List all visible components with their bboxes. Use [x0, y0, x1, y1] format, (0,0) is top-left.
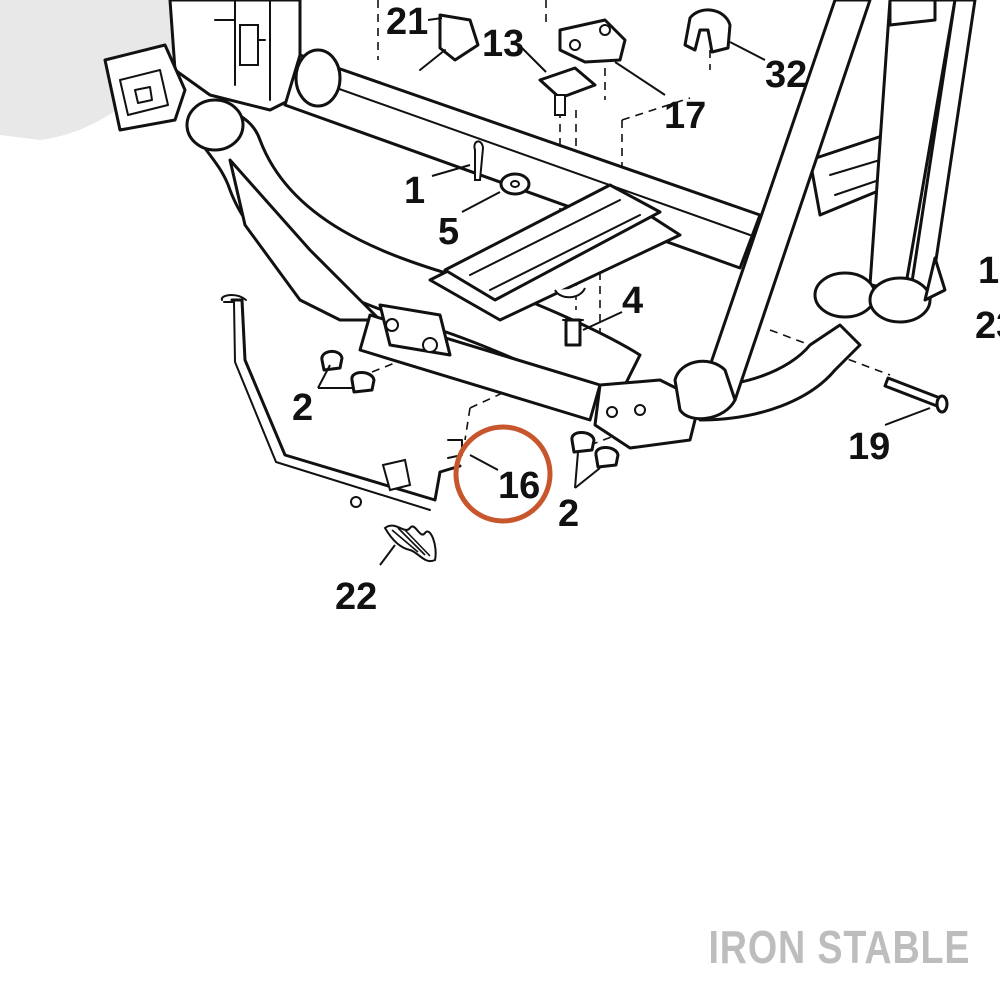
bolt-4	[564, 318, 582, 347]
bracket-17	[558, 18, 627, 64]
lever-rod-16	[220, 294, 463, 511]
label-13: 13	[482, 23, 524, 65]
label-4: 4	[622, 280, 643, 322]
label-19: 19	[848, 426, 890, 468]
label-21: 21	[386, 1, 428, 43]
nut-2d	[594, 446, 620, 469]
faded-background-mark	[0, 0, 200, 140]
label-1: 1	[404, 170, 425, 212]
label-22: 22	[335, 576, 377, 618]
label-2-left: 2	[292, 387, 313, 429]
watermark-text: IRON STABLE	[708, 921, 970, 973]
label-32: 32	[765, 54, 807, 96]
roll-bars	[673, 0, 977, 421]
nut-2a	[320, 350, 344, 372]
label-5: 5	[438, 211, 459, 253]
upper-frame	[103, 0, 907, 450]
part-labels: 21 13 32 17 1 5 4 12 23 2 19 16 2 22	[292, 1, 1000, 618]
nut-2b	[350, 371, 376, 394]
label-12: 12	[978, 250, 1000, 292]
nut-2c	[570, 431, 596, 454]
hardware-parts	[320, 8, 949, 563]
label-2-right: 2	[558, 493, 579, 535]
clamp-32	[683, 8, 732, 54]
cotter-pin-1	[473, 140, 485, 181]
pin-19	[883, 376, 942, 408]
highlight-circle-16	[453, 424, 553, 524]
clip-21	[438, 13, 480, 62]
plate-13	[538, 66, 597, 100]
leader-lines	[317, 17, 931, 566]
label-23: 23	[975, 305, 1000, 347]
label-16: 16	[498, 465, 540, 507]
label-17: 17	[664, 95, 706, 137]
